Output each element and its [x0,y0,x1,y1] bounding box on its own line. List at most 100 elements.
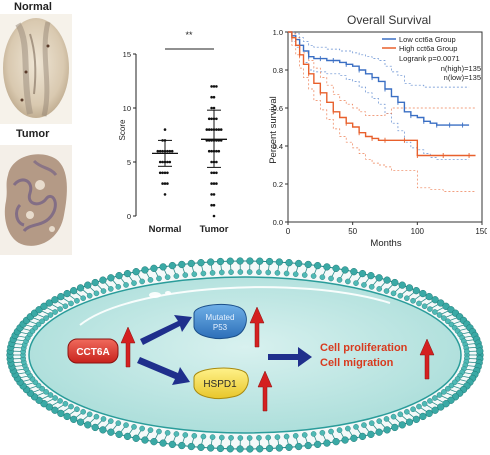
cct6a-node: CCT6A [67,338,119,364]
dot-plot-ytick-label: 5 [127,158,131,167]
lipid-head [391,278,399,287]
lipid-head [164,429,171,436]
lipid-head [147,277,154,283]
lipid-head [445,385,451,392]
lipid-head [76,418,85,426]
lipid-head [147,427,154,433]
lipid-head [332,438,340,446]
lipid-head [156,275,162,282]
lipid-head [99,426,107,434]
lipid-head [246,257,254,265]
lipid-head [39,385,45,392]
lipid-head [70,415,78,423]
dot-plot-point [217,149,221,153]
lipid-head [368,284,375,290]
lipid-head [178,260,186,269]
km-xtick-label: 150 [475,227,487,236]
lipid-head [367,430,375,439]
outcome-line-1: Cell proliferation [320,342,408,354]
lipid-head [345,278,351,285]
mutated-p53-node: Mutated P53 [193,304,247,340]
dot-plot-point [207,117,211,121]
lipid-head [376,418,383,424]
km-high-group-line [288,31,476,157]
lipid-head [441,315,447,321]
lipid-head [168,440,177,449]
lipid-head [419,289,427,298]
lipid-head [375,428,383,436]
dot-plot-point [205,128,209,131]
lipid-head [40,302,48,310]
km-xlabel: Months [370,238,401,249]
dot-plot-point [210,160,213,164]
dot-plot-point [163,128,167,131]
lipid-head [319,429,326,436]
lipid-head [115,271,123,280]
lipid-head [383,288,390,294]
lipid-head [207,444,215,452]
lipid-head [476,347,484,355]
lipid-head [353,280,359,286]
dot-plot-point [166,182,169,185]
lipid-head [304,260,312,269]
lipid-head [358,432,367,441]
lipid-head [52,395,58,401]
lipid-head [427,306,433,312]
dot-plot-point [161,182,164,185]
lipid-head [332,264,340,272]
dot-plot-point [210,182,213,185]
lipid-head [52,309,58,315]
lipid-head [43,315,49,321]
dot-plot-point [163,171,167,175]
lipid-head [431,296,439,304]
lipid-head [236,257,244,265]
km-ytick-label: 0.2 [273,180,283,189]
lipid-head [39,318,45,325]
lipid-head [123,422,129,428]
dot-plot-point [215,149,218,153]
dot-plot-point [212,214,216,218]
km-ytick-label: 1.0 [273,28,283,37]
dot-plot-point [166,160,169,164]
arrow-to-hspd1 [137,357,190,385]
tissue-panel: Normal Tumor [0,0,72,258]
lipid-head [182,432,189,438]
lipid-head [405,418,414,426]
lipid-head [404,295,410,301]
lipid-head [197,443,205,451]
lipid-head [84,421,92,429]
lipid-head [313,440,322,449]
lipid-head [57,292,65,301]
lipid-head [207,258,215,266]
lipid-head [57,398,63,404]
lipid-head [57,409,65,418]
lipid-head [141,266,149,274]
lipid-head [295,259,303,268]
dot-plot-point [170,149,174,153]
arrow-to-outcome [268,347,312,367]
lipid-head [159,263,167,271]
km-xtick-label: 50 [348,227,357,236]
lipid-head [84,281,92,289]
lipid-head [283,433,290,440]
dot-plot-point [212,95,216,99]
lipid-head [216,257,225,266]
lipid-head [47,312,54,318]
km-xtick-label: 0 [286,227,291,236]
lipid-head [285,443,293,451]
lipid-head [368,420,375,426]
lipid-head [35,321,42,328]
normal-label: Normal [14,1,52,13]
lipid-head [115,284,122,290]
lipid-head [43,389,49,395]
dot-plot-point [207,128,211,131]
lipid-head [285,259,293,267]
lipid-head [197,259,205,267]
lipid-head [419,412,427,421]
cell-highlight [79,286,391,326]
arrow-to-p53 [140,315,192,345]
lipid-head [310,431,317,437]
lipid-head [436,312,443,318]
outcome-line-2: Cell migration [320,357,394,369]
lipid-head [328,428,334,435]
